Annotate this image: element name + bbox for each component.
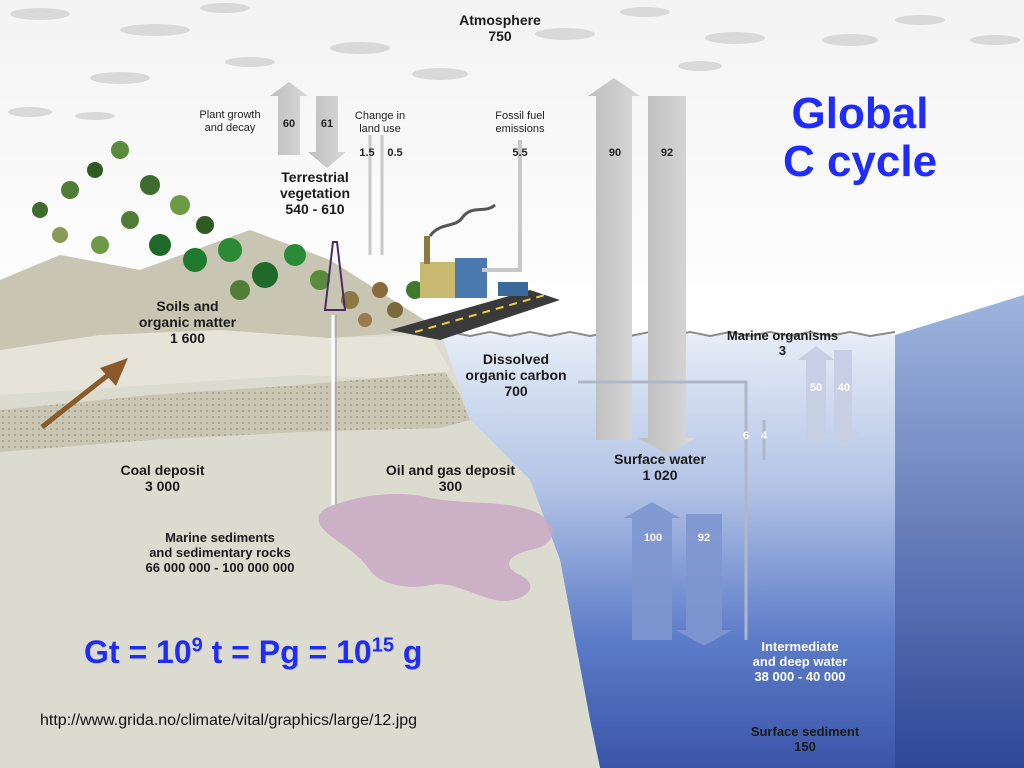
marine-sediments-value: 66 000 000 - 100 000 000 bbox=[145, 559, 295, 575]
coal-deposit-value: 3 000 bbox=[144, 478, 181, 495]
land-use-label: Change in land use bbox=[340, 110, 420, 135]
soils-label: Soils and organic matter 1 600 bbox=[115, 298, 260, 346]
marine-sediments-label: Marine sediments and sedimentary rocks 6… bbox=[115, 530, 325, 576]
arrow-ocean-to-atmosphere bbox=[588, 78, 640, 440]
vegetation-name-2: vegetation bbox=[279, 185, 350, 202]
unit-formula: Gt = 109 t = Pg = 1015 g bbox=[84, 634, 422, 671]
plant-growth-line-2: and decay bbox=[204, 121, 256, 134]
formula-exp-15: 15 bbox=[371, 634, 394, 657]
doc-name-2: organic carbon bbox=[465, 367, 567, 384]
arrow-deep-up bbox=[624, 502, 680, 640]
arrow-marine-up bbox=[798, 346, 834, 440]
forest-trees bbox=[32, 141, 424, 327]
pointer-arrow-head bbox=[100, 358, 128, 386]
surface-water-value: 1 020 bbox=[642, 467, 678, 484]
marine-sediments-name-2: and sedimentary rocks bbox=[149, 544, 291, 560]
oil-gas-deposit-shape bbox=[318, 494, 553, 601]
flux-atmosphere-to-ocean: 92 bbox=[660, 147, 674, 159]
pointer-arrow-shaft bbox=[40, 370, 114, 429]
clouds bbox=[8, 3, 1020, 120]
deep-water-name-1: Intermediate bbox=[761, 639, 839, 654]
deep-water-name-2: and deep water bbox=[752, 653, 848, 669]
marine-organisms-value: 3 bbox=[778, 342, 787, 358]
soils-name-1: Soils and bbox=[156, 298, 219, 314]
atmosphere-label: Atmosphere 750 bbox=[440, 12, 560, 44]
plant-growth-label: Plant growth and decay bbox=[190, 109, 270, 134]
vegetation-name-1: Terrestrial bbox=[281, 169, 349, 185]
surface-sediment-value: 150 bbox=[794, 738, 816, 754]
arrow-marine-down bbox=[826, 350, 860, 446]
terrestrial-vegetation-label: Terrestrial vegetation 540 - 610 bbox=[255, 169, 375, 217]
atmosphere-name: Atmosphere bbox=[459, 12, 541, 28]
surface-water-label: Surface water 1 020 bbox=[590, 451, 730, 483]
doc-value: 700 bbox=[504, 383, 528, 400]
flux-doc-b: 4 bbox=[760, 430, 768, 442]
flux-deep-down: 92 bbox=[697, 532, 711, 544]
smoke-plume bbox=[428, 203, 497, 237]
flux-land-use-b: 0.5 bbox=[387, 147, 403, 159]
fossil-fuel-line-1: Fossil fuel bbox=[495, 110, 545, 122]
arrow-plant-growth-up bbox=[270, 82, 308, 155]
factory-chimney bbox=[424, 236, 430, 264]
arrow-fossil-fuel bbox=[482, 140, 522, 272]
title-line-2: C cycle bbox=[782, 137, 938, 187]
soils-name-2: organic matter bbox=[138, 314, 237, 331]
diagram-title: Global C cycle bbox=[740, 89, 980, 187]
vegetation-value: 540 - 610 bbox=[285, 201, 345, 218]
arrow-plant-decay-down bbox=[308, 96, 346, 168]
intermediate-deep-water-label: Intermediate and deep water 38 000 - 40 … bbox=[735, 639, 865, 685]
arrow-atmosphere-to-ocean bbox=[638, 96, 696, 454]
plant-growth-line-1: Plant growth bbox=[199, 109, 261, 121]
deep-water-value: 38 000 - 40 000 bbox=[754, 668, 846, 684]
soils-value: 1 600 bbox=[169, 330, 206, 347]
formula-unit: g bbox=[393, 634, 423, 670]
coal-deposit-label: Coal deposit 3 000 bbox=[100, 462, 225, 494]
title-line-1: Global bbox=[791, 89, 929, 138]
oil-derrick bbox=[323, 241, 347, 311]
source-url: http://www.grida.no/climate/vital/graphi… bbox=[40, 712, 418, 729]
flux-plant-growth-up: 60 bbox=[282, 118, 296, 130]
truck bbox=[498, 282, 528, 296]
factory-annex bbox=[455, 258, 487, 298]
dissolved-organic-carbon-label: Dissolved organic carbon 700 bbox=[446, 351, 586, 399]
flux-ocean-to-atmosphere: 90 bbox=[608, 147, 622, 159]
marine-organisms-name: Marine organisms bbox=[726, 328, 839, 343]
flux-fossil-fuel: 5.5 bbox=[512, 147, 528, 159]
flux-marine-down: 40 bbox=[837, 382, 851, 394]
land-use-line-1: Change in bbox=[354, 110, 406, 122]
flux-doc-a: 6 bbox=[742, 430, 750, 442]
formula-mid: t = Pg = 10 bbox=[202, 634, 372, 670]
coal-layer bbox=[0, 372, 470, 452]
atmosphere-value: 750 bbox=[488, 28, 512, 45]
marine-sediments-name-1: Marine sediments bbox=[165, 530, 275, 545]
fossil-fuel-line-2: emissions bbox=[495, 122, 545, 135]
surface-water-name: Surface water bbox=[614, 451, 706, 467]
arrow-doc-surface bbox=[578, 380, 748, 640]
fossil-fuel-label: Fossil fuel emissions bbox=[478, 110, 562, 135]
flux-plant-decay-down: 61 bbox=[320, 118, 334, 130]
coal-deposit-name: Coal deposit bbox=[120, 462, 205, 478]
formula-exp-9: 9 bbox=[191, 634, 203, 657]
flux-deep-up: 100 bbox=[643, 532, 663, 544]
ocean-side-face bbox=[895, 295, 1024, 768]
flux-land-use-a: 1.5 bbox=[359, 147, 375, 159]
oil-gas-name: Oil and gas deposit bbox=[385, 462, 516, 478]
surface-sediment-label: Surface sediment 150 bbox=[730, 724, 880, 755]
land-use-line-2: land use bbox=[359, 122, 401, 135]
arrow-deep-down bbox=[676, 514, 732, 646]
oil-gas-deposit-label: Oil and gas deposit 300 bbox=[368, 462, 533, 494]
doc-name-1: Dissolved bbox=[482, 351, 550, 367]
flux-marine-up: 50 bbox=[809, 382, 823, 394]
marine-organisms-label: Marine organisms 3 bbox=[705, 328, 860, 359]
road-markings bbox=[414, 294, 546, 333]
oil-gas-value: 300 bbox=[438, 478, 463, 495]
surface-sediment-name: Surface sediment bbox=[750, 724, 860, 739]
formula-gt: Gt = 10 bbox=[84, 634, 192, 670]
